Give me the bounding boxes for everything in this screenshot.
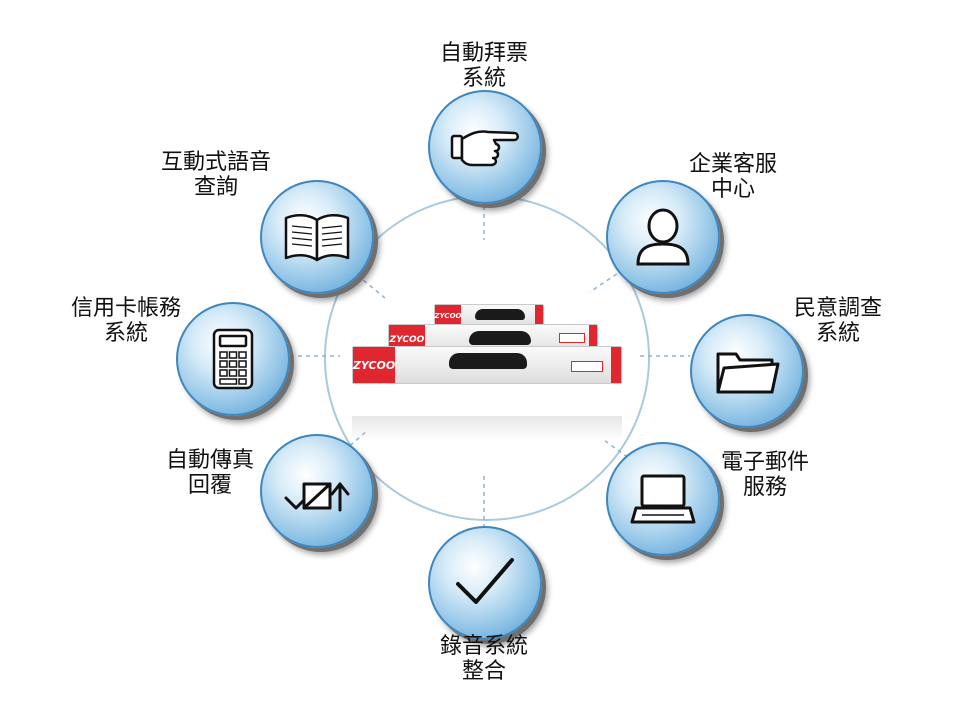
device-reflection	[352, 416, 622, 440]
email-label: 電子郵件 服務	[720, 450, 809, 500]
device-tag	[559, 333, 585, 343]
laptop-icon	[630, 474, 696, 524]
connector-bottom-right	[603, 439, 635, 463]
recording-label: 錄音系統 整合	[439, 634, 528, 684]
auto-voting-label: 自動拜票 系統	[439, 41, 528, 91]
credit-card-label: 信用卡帳務 系統	[70, 296, 181, 346]
fax-node[interactable]	[260, 434, 374, 548]
device-front-panel	[469, 331, 531, 345]
book-icon	[284, 214, 350, 262]
device-front-panel	[449, 353, 527, 369]
survey-label: 民意調查 系統	[793, 296, 882, 346]
calculator-icon	[212, 328, 254, 390]
device-tag	[571, 361, 603, 372]
customer-service-node[interactable]	[606, 180, 720, 294]
device-end-cap	[589, 325, 597, 355]
checkmark-icon	[456, 558, 514, 604]
device-front-panel	[475, 309, 525, 320]
device-bottom: ZYCOO	[352, 346, 622, 384]
device-middle: ZYCOO	[388, 324, 598, 356]
person-icon	[636, 208, 690, 266]
device-brand-label: ZYCOO	[353, 347, 395, 383]
folder-icon	[716, 352, 780, 394]
recording-node[interactable]	[428, 526, 542, 640]
ivr-node[interactable]	[260, 180, 374, 294]
customer-service-label: 企業客服 中心	[688, 152, 777, 202]
credit-card-node[interactable]	[176, 302, 290, 416]
device-end-cap	[611, 347, 621, 383]
device-brand-label: ZYCOO	[435, 305, 461, 327]
device-end-cap	[535, 305, 543, 327]
survey-node[interactable]	[690, 314, 804, 428]
ivr-label: 互動式語音 查詢	[160, 150, 271, 200]
zycoo-device-stack: ZYCOO ZYCOO ZYCOO	[352, 296, 622, 440]
auto-voting-node[interactable]	[428, 90, 542, 204]
pointing-hand-icon	[450, 130, 519, 167]
email-node[interactable]	[606, 442, 720, 556]
fax-label: 自動傳真 回覆	[165, 448, 254, 498]
fax-arrows-icon	[284, 482, 350, 512]
